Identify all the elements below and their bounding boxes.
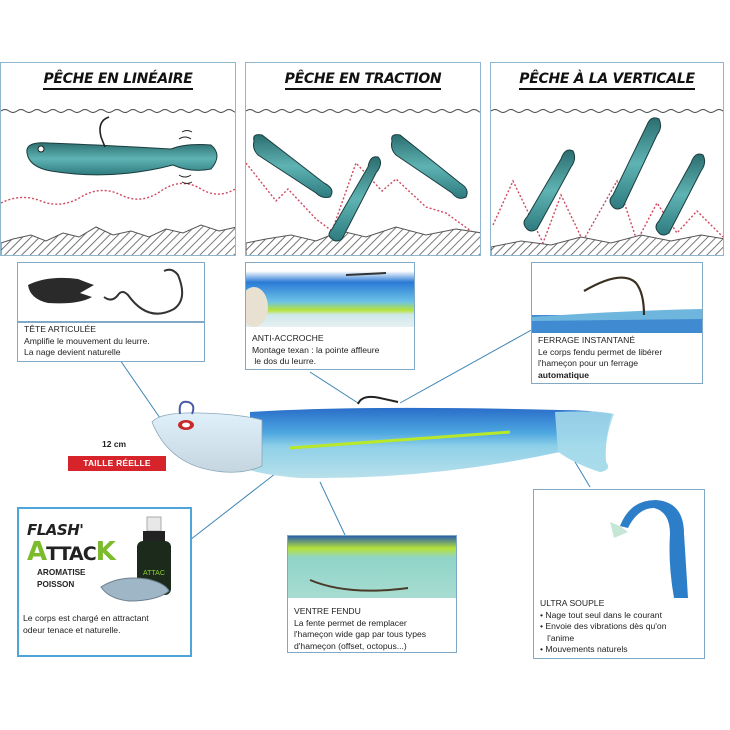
flash-attack-subtitle: Aromatise Poisson: [37, 568, 86, 589]
technique-panel-traction: Pêche en traction: [245, 62, 481, 256]
feature-ultra-souple: Ultra souple • Nage tout seul dans le co…: [533, 489, 705, 659]
jighead-photo: [28, 268, 184, 315]
lineaire-illustration: [1, 109, 235, 255]
feature-anti-accroche: Anti-accroche Montage texan : la pointe …: [245, 262, 415, 370]
flash-attack-text: Le corps est chargé en attractant odeur …: [23, 613, 149, 635]
traction-illustration: [246, 109, 480, 255]
lure-image: [151, 395, 614, 479]
technique-panel-verticale: Pêche à la verticale: [490, 62, 724, 256]
flash-attack-logo-line2: ATTACK: [27, 537, 116, 567]
ventre-caption: Ventre fendu La fente permet de remplace…: [294, 606, 427, 651]
anti-accroche-caption: Anti-accroche Montage texan : la pointe …: [252, 333, 380, 366]
feature-tete-articulee: Tête articulée Amplifie le mouvement du …: [17, 262, 205, 362]
feature-ferrage-instantane: Ferrage instantané Le corps fendu permet…: [531, 262, 703, 384]
flash-attack-box: FLASH' ATTACK Aromatise Poisson ATTAC Le…: [17, 507, 192, 657]
technique-panel-lineaire: Pêche en linéaire: [0, 62, 236, 256]
ferrage-caption: Ferrage instantané Le corps fendu permet…: [538, 335, 663, 380]
technique-title: Pêche en linéaire: [1, 71, 235, 90]
flash-attack-logo-line1: FLASH': [27, 521, 84, 539]
souple-caption: Ultra souple • Nage tout seul dans le co…: [540, 598, 667, 654]
feature-ventre-fendu: Ventre fendu La fente permet de remplace…: [287, 535, 457, 653]
ventre-photo: [288, 536, 456, 598]
technique-title: Pêche à la verticale: [491, 71, 723, 90]
technique-title: Pêche en traction: [246, 71, 480, 90]
size-badge: TAILLE RÉELLE: [68, 456, 166, 471]
size-length: 12 cm: [102, 439, 127, 449]
souple-tail-photo: [610, 500, 688, 598]
tete-caption: Tête articulée Amplifie le mouvement du …: [24, 324, 150, 357]
svg-text:ATTAC: ATTAC: [143, 570, 165, 577]
ferrage-photo: [532, 276, 702, 333]
spray-bottle-and-fish-photo: ATTAC: [100, 516, 171, 602]
anti-accroche-photo: [246, 271, 414, 327]
verticale-illustration: [491, 109, 723, 255]
